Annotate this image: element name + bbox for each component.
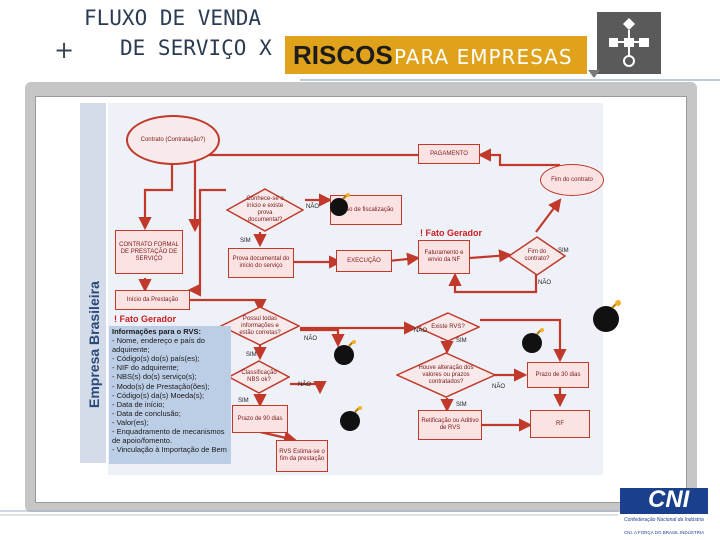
title-line-1: FLUXO DE VENDA: [84, 6, 262, 30]
info-line: - Data de início;: [112, 399, 165, 409]
flow-label-nao: NÃO: [306, 204, 320, 210]
node-fim-contrato: Fim do contrato: [540, 164, 604, 196]
flow-label-sim: SIM: [456, 402, 467, 408]
cni-logo-text: CNI: [648, 486, 690, 513]
node-houve-alteracao: Houve alteração dos valores ou prazos co…: [396, 352, 496, 398]
info-line: - NIF do adquirente;: [112, 363, 179, 373]
info-line: - Modo(s) de Prestação(ões);: [112, 381, 210, 391]
info-panel-title: Informações para o RVS:: [112, 327, 202, 336]
flow-label-sim: SIM: [240, 238, 251, 244]
node-prazo-30: Prazo de 30 dias: [527, 362, 589, 388]
info-line: - Valor(es);: [112, 417, 149, 427]
flow-label-sim: SIM: [238, 398, 249, 404]
bomb-icon: [340, 406, 362, 431]
node-pagamento: PAGAMENTO: [418, 144, 480, 164]
footer-stripes: [0, 510, 618, 516]
info-line: - Data de conclusão;: [112, 408, 181, 418]
info-line: - Nome, endereço e país do adquirente;: [112, 336, 205, 355]
bomb-icon: [593, 300, 621, 332]
info-line: - Enquadramento de mecanismos de apoio/f…: [112, 427, 225, 446]
node-possui-info: Possui todas informações e estão correta…: [220, 306, 300, 346]
flow-label-sim: SIM: [246, 352, 257, 358]
flowchart-icon: [597, 12, 661, 74]
node-prazo-90: Prazo de 90 dias: [232, 405, 288, 433]
title-line-2: DE SERVIÇO X: [120, 36, 272, 60]
node-faturamento: Faturamento e envio da NF: [418, 240, 470, 274]
plus-icon: +: [54, 36, 75, 64]
node-contrato: Contrato (Contratação?): [126, 115, 220, 165]
side-band: [80, 103, 106, 463]
node-rf: RF: [530, 410, 590, 438]
risk-word: RISCOS: [293, 40, 393, 70]
info-line: - NBS(s) do(s) serviço(s);: [112, 372, 197, 382]
flow-label-sim: SIM: [558, 248, 569, 254]
info-line: - Código(s) do(s) país(es);: [112, 354, 200, 364]
node-inicio: Início da Prestação: [115, 290, 190, 310]
node-prova-documental: Prova documental do início do serviço: [228, 248, 294, 278]
node-contrato-formal: CONTRATO FORMAL DE PRESTAÇÃO DE SERVIÇO: [115, 230, 183, 274]
node-existe-rvs: Existe RVS?: [416, 312, 480, 342]
flow-label-nao: NÃO: [414, 328, 428, 334]
node-retificacao: Retificação ou Aditivo de RVS: [418, 410, 482, 440]
node-fim-contrato-q: Fim do contrato?: [508, 236, 566, 276]
info-panel-text: Informações para o RVS: - Nome, endereço…: [112, 327, 230, 454]
cni-subtitle: Confederação Nacional da Indústria: [624, 517, 704, 523]
fato-gerador-label: ! Fato Gerador: [114, 314, 177, 324]
node-rvs: RVS Estima-se o fim da prestação: [276, 440, 328, 472]
flow-label-nao: NÃO: [492, 384, 506, 390]
flow-label-nao: NÃO: [538, 280, 552, 286]
fato-gerador-label: ! Fato Gerador: [420, 228, 483, 238]
info-panel: [109, 326, 231, 464]
flow-label-nao: NÃO: [304, 336, 318, 342]
bomb-icon: [522, 328, 544, 353]
risk-banner: RISCOS PARA EMPRESAS: [285, 36, 587, 74]
node-execucao: EXECUÇÃO: [336, 250, 392, 272]
bomb-icon: [334, 340, 356, 365]
node-conhece: Conhece-se o início e existe prova docum…: [226, 188, 304, 232]
info-line: - Código(s) da(s) Moeda(s);: [112, 390, 205, 400]
flow-label-sim: SIM: [456, 338, 467, 344]
node-classificacao: Classificação NBS ok?: [228, 360, 290, 394]
flow-label-nao: NÃO: [298, 382, 312, 388]
cni-logo: [620, 488, 708, 514]
decorative-line: [300, 70, 720, 81]
info-line: - Vinculação à Importação de Bem: [112, 445, 227, 455]
bomb-icon: [330, 193, 350, 216]
cni-tagline: CNI. A FORÇA DO BRASIL INDÚSTRIA: [624, 530, 705, 535]
risk-suffix: PARA EMPRESAS: [394, 45, 573, 69]
